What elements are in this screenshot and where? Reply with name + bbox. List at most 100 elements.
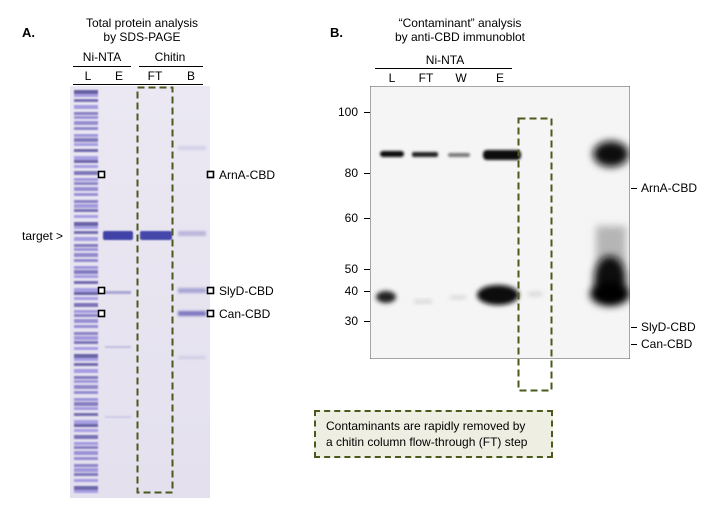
gel-ladder-band: [74, 468, 98, 472]
panel-b-group-ninta: Ni-NTA: [425, 53, 465, 67]
panel-a-lane-label: E: [114, 69, 123, 83]
panel-b-arna-label: ArnA-CBD: [641, 181, 698, 195]
panel-b-title-line2: by anti-CBD immunoblot: [394, 30, 526, 44]
slyd-marker-square: [97, 286, 106, 295]
arna-label-square: [206, 170, 215, 179]
gel-ladder-band: [74, 407, 98, 410]
gel-ladder-band: [74, 143, 98, 146]
panel-a-lane-label: L: [84, 69, 92, 83]
sds-page-gel: [70, 86, 210, 498]
callout-line1: Contaminants are rapidly removed by: [326, 419, 526, 433]
gel-ladder-band: [74, 134, 98, 137]
panel-b-lane-label: E: [495, 71, 504, 85]
gel-ladder-band: [74, 341, 98, 344]
gel-ladder-band: [74, 138, 98, 142]
gel-ladder-band: [74, 231, 98, 234]
gel-ladder-band: [74, 398, 98, 401]
gel-ladder-band: [74, 105, 98, 109]
gel-ladder-band: [74, 446, 98, 449]
mw-tick: [364, 218, 370, 219]
mw-tick: [364, 112, 370, 113]
gel-ladder-band: [74, 486, 98, 490]
panel-b-lane-label: FT: [418, 71, 434, 85]
gel-ladder-band: [74, 112, 98, 115]
gel-ladder-band: [74, 479, 98, 482]
gel-ladder-band: [74, 314, 98, 317]
panel-b-lane-label: W: [455, 71, 467, 85]
mw-tick: [364, 291, 370, 292]
gel-ladder-band: [74, 222, 98, 226]
gel-ladder-band: [74, 99, 98, 102]
gel-ladder-band: [74, 376, 98, 379]
panel-a-arna-label: ArnA-CBD: [219, 168, 276, 182]
gel-ladder-band: [74, 165, 98, 168]
gel-ladder-band: [74, 429, 98, 432]
gel-ladder-band: [74, 369, 98, 373]
gel-ladder-band: [74, 310, 98, 313]
gel-ladder-band: [74, 193, 98, 196]
gel-ladder-band: [74, 149, 98, 152]
gel-ladder-band: [74, 451, 98, 455]
gel-ladder-band: [74, 435, 98, 439]
mw-tick: [364, 173, 370, 174]
gel-ladder-band: [74, 354, 98, 358]
mw-marker-label: 80: [344, 166, 358, 180]
gel-ladder-band: [74, 270, 98, 274]
gel-ladder-band: [74, 380, 98, 383]
mw-tick: [364, 269, 370, 270]
panel-a-can-label: Can-CBD: [219, 307, 271, 321]
gel-ladder-band: [74, 253, 98, 257]
gel-ladder-band: [74, 266, 98, 269]
slyd-label-square: [206, 286, 215, 295]
mw-marker-label: 50: [344, 262, 358, 276]
gel-ladder-band: [74, 226, 98, 229]
gel-ladder-band: [74, 490, 98, 493]
panel-a-title-line1: Total protein analysis: [85, 16, 199, 30]
panel-b-slyd-label: SlyD-CBD: [641, 320, 696, 334]
gel-ladder-band: [74, 336, 98, 340]
gel-ladder-band: [74, 325, 98, 328]
panel-a-lane-label: B: [186, 69, 195, 83]
gel-ladder-band: [74, 275, 98, 278]
gel-ladder-band: [74, 413, 98, 416]
mw-tick: [364, 321, 370, 322]
panel-a-title-line2: by SDS-PAGE: [103, 30, 181, 44]
gel-ladder-band: [74, 160, 98, 163]
gel-ladder-band: [74, 237, 98, 241]
panel-a-lane-rule: [73, 84, 203, 85]
gel-ladder-band: [74, 319, 98, 323]
gel-ladder-band: [74, 215, 98, 218]
gel-ladder-band: [74, 303, 98, 307]
gel-ladder-band: [74, 457, 98, 460]
gel-ladder-band: [74, 187, 98, 191]
mw-marker-label: 40: [344, 284, 358, 298]
gel-ladder-band: [74, 90, 98, 94]
panel-a-letter: A.: [22, 25, 35, 40]
gel-ladder-band: [74, 473, 98, 476]
gel-ladder-band: [74, 281, 98, 284]
panel-b-letter: B.: [330, 25, 343, 40]
panel-a-lane-label: FT: [147, 69, 163, 83]
gel-ladder-band: [74, 171, 98, 175]
gel-ladder-band: [74, 178, 98, 181]
gel-ladder-band: [74, 127, 98, 130]
gel-ladder-band: [74, 464, 98, 467]
gel-ladder-band: [74, 94, 98, 97]
gel-ladder-band: [74, 442, 98, 445]
gel-ladder-band: [74, 402, 98, 406]
gel-ladder-band: [74, 248, 98, 251]
slyd-pointer-tick: [631, 327, 637, 328]
gel-ladder-band: [74, 156, 98, 160]
can-pointer-tick: [631, 344, 637, 345]
arna-marker-square: [97, 170, 106, 179]
gel-ladder-band: [74, 332, 98, 335]
callout-box: Contaminants are rapidly removed by a ch…: [314, 410, 553, 458]
gel-ladder-band: [74, 358, 98, 361]
panel-a-group-ninta: Ni-NTA: [82, 50, 122, 64]
gel-ladder-band: [74, 292, 98, 295]
empty-lane-highlight-box: [517, 117, 553, 392]
mw-marker-label: 30: [344, 314, 358, 328]
callout-line2: a chitin column flow-through (FT) step: [326, 435, 528, 449]
mw-marker-label: 100: [337, 105, 358, 119]
